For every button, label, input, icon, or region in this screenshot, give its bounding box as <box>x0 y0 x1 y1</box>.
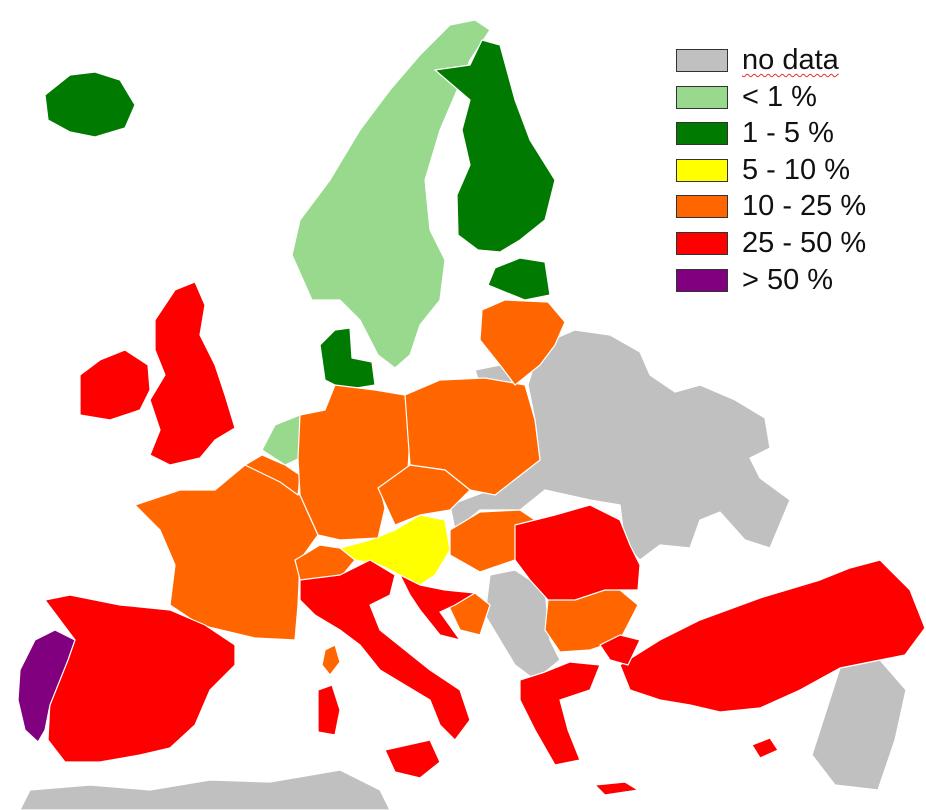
region-ireland <box>79 349 151 421</box>
legend-swatch <box>676 231 728 255</box>
region-syria-levant <box>811 659 907 791</box>
region-cyprus <box>751 737 779 759</box>
legend-label: < 1 % <box>742 80 817 113</box>
region-sicily <box>384 739 441 779</box>
legend-label: no data <box>742 44 839 76</box>
region-great-britain <box>149 281 236 466</box>
region-italy <box>299 559 471 741</box>
legend-swatch <box>676 268 728 292</box>
legend-swatch <box>676 122 728 146</box>
legend-swatch <box>676 195 728 219</box>
region-romania <box>514 504 641 601</box>
region-eastern-europe <box>449 329 791 561</box>
legend-label: 5 - 10 % <box>742 153 850 186</box>
region-north-africa <box>19 769 391 810</box>
region-iceland <box>44 71 136 138</box>
region-turkey-thrace <box>599 634 641 666</box>
legend-swatch <box>676 85 728 109</box>
region-czechia <box>377 464 471 526</box>
region-denmark <box>319 327 376 391</box>
region-turkey <box>619 559 926 713</box>
legend-label: 1 - 5 % <box>742 117 834 150</box>
region-norway-sweden <box>291 19 491 369</box>
region-france <box>134 464 319 641</box>
region-greece <box>519 661 601 766</box>
region-estonia <box>487 257 551 301</box>
legend-label: > 50 % <box>742 263 834 296</box>
region-finland <box>434 39 556 253</box>
region-latvia <box>479 299 566 386</box>
legend-swatch <box>676 49 728 72</box>
legend-swatch <box>676 158 728 182</box>
legend-label: 25 - 50 % <box>742 226 867 259</box>
region-portugal <box>17 629 76 743</box>
region-sardinia <box>317 684 341 736</box>
region-corsica <box>321 644 341 676</box>
region-croatia-slovenia <box>399 574 476 641</box>
region-crete <box>594 781 639 796</box>
legend-label: 10 - 25 % <box>742 190 867 223</box>
